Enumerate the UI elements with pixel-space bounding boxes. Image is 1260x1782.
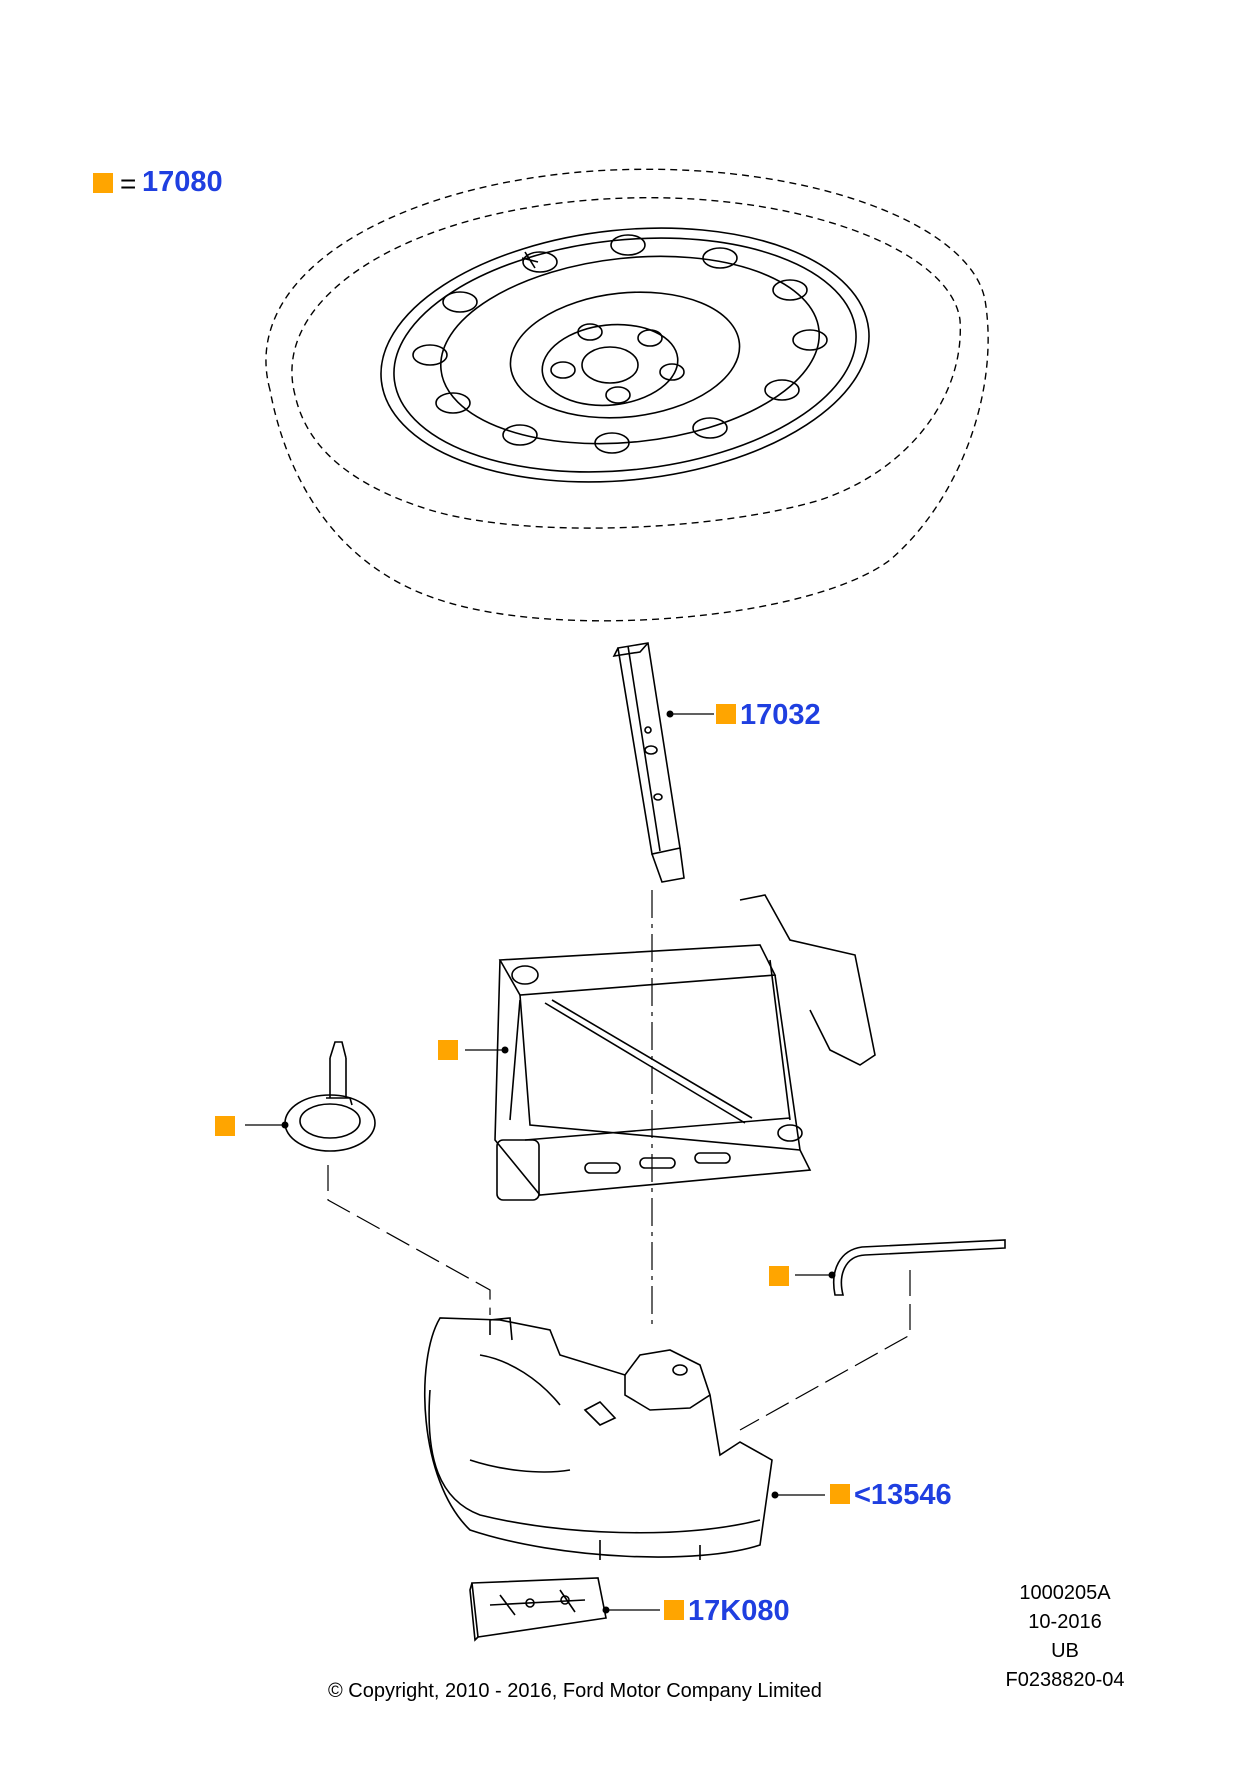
legend-equals: = xyxy=(120,168,137,199)
bracket-illustration xyxy=(469,1577,607,1642)
reference-line-1: 1000205A xyxy=(1019,1582,1111,1604)
tray-leader-dot xyxy=(771,1491,779,1499)
jack-marker xyxy=(438,1040,458,1060)
reference-line-3: UB xyxy=(1051,1640,1079,1662)
tow-eye-illustration xyxy=(284,1041,376,1152)
wrench-leader-dot xyxy=(666,710,674,718)
bracket-code[interactable]: 17K080 xyxy=(688,1595,790,1627)
tow-eye-leader-dot xyxy=(281,1121,289,1129)
copyright-notice: © Copyright, 2010 - 2016, Ford Motor Com… xyxy=(328,1680,822,1702)
reference-line-4: F0238820-04 xyxy=(1005,1669,1125,1691)
wheel-rim xyxy=(380,227,870,483)
wheel-wrench-illustration xyxy=(612,642,685,883)
bracket-marker xyxy=(664,1600,684,1620)
tow-eye-marker xyxy=(215,1116,235,1136)
jack-illustration xyxy=(494,894,876,1201)
hex-key-marker xyxy=(769,1266,789,1286)
hex-key-leader-dot xyxy=(828,1271,836,1279)
legend-code[interactable]: 17080 xyxy=(142,166,223,198)
tray-illustration xyxy=(423,1317,773,1560)
legend-marker xyxy=(93,173,113,193)
wheel-wrench-code[interactable]: 17032 xyxy=(740,699,821,731)
hex-key-dash-line xyxy=(739,1270,911,1431)
jack-leader-dot xyxy=(501,1046,509,1054)
reference-line-2: 10-2016 xyxy=(1028,1611,1102,1633)
bracket-leader-dot xyxy=(602,1606,610,1614)
tow-eye-dash-line xyxy=(327,1165,491,1315)
wheel-wrench-marker xyxy=(716,704,736,724)
spare-tire-illustration xyxy=(265,168,989,622)
hex-key-illustration xyxy=(833,1239,1006,1296)
tray-code[interactable]: <13546 xyxy=(854,1479,952,1511)
tray-marker xyxy=(830,1484,850,1504)
